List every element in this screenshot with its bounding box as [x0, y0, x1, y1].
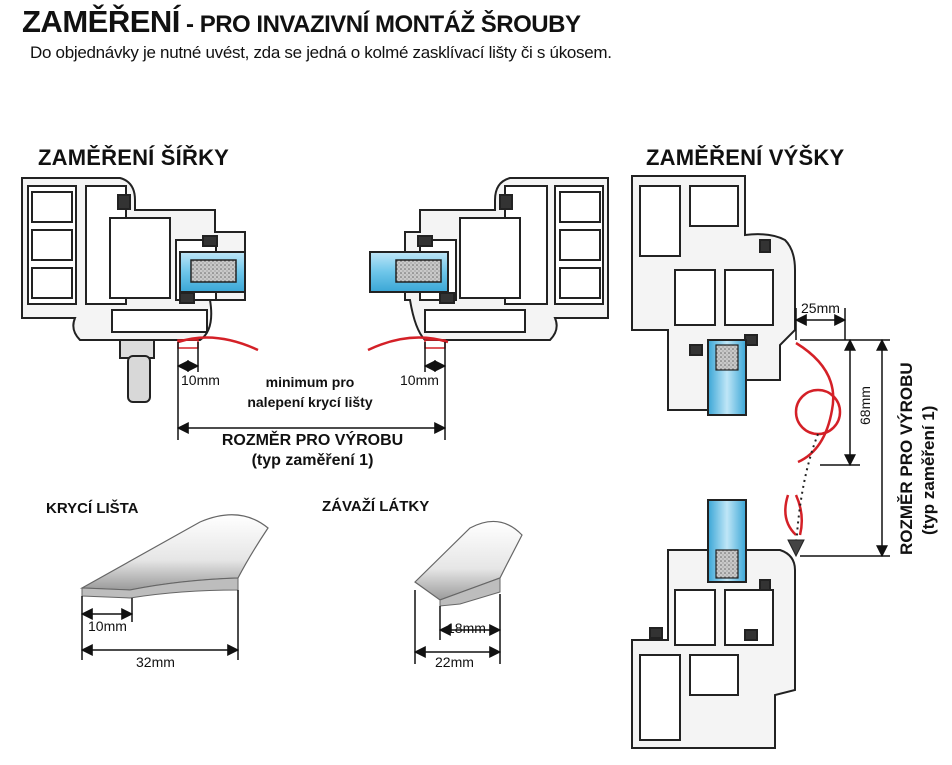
title-main: ZAMĚŘENÍ	[22, 4, 180, 39]
upper-glass-pane	[707, 339, 747, 416]
cover-strip-dimensions	[80, 590, 240, 660]
upper-window-profile	[631, 175, 796, 411]
cord-dotted-line	[795, 433, 819, 549]
weight-strip-22mm: 22mm	[435, 654, 474, 670]
cover-strip-32mm: 32mm	[136, 654, 175, 670]
height-68mm: 68mm	[857, 386, 873, 425]
right-glass-pane	[369, 251, 449, 293]
page-title: ZAMĚŘENÍ - PRO INVAZIVNÍ MONTÁŽ ŠROUBY	[22, 4, 581, 40]
red-roller-blind	[784, 341, 842, 536]
note-line-2: nalepení krycí lišty	[247, 394, 373, 410]
width-heading: ZAMĚŘENÍ ŠÍŘKY	[38, 145, 230, 170]
title-rest: - PRO INVAZIVNÍ MONTÁŽ ŠROUBY	[179, 11, 581, 38]
height-dimension-lines	[794, 308, 890, 558]
note-line-1: minimum pro	[265, 374, 355, 390]
lower-glass-pane	[707, 499, 747, 583]
cover-strip-10mm: 10mm	[88, 618, 127, 634]
left-10mm-label: 10mm	[181, 372, 220, 388]
weight-strip-illustration	[414, 520, 523, 607]
rozmer-line-2: (typ zaměření 1)	[251, 452, 374, 469]
width-dimension-lines	[176, 342, 447, 440]
height-rozmer-line-1: ROZMĚR PRO VÝROBU	[897, 362, 916, 555]
weight-strip-dimensions	[413, 590, 502, 664]
left-glass-pane	[179, 251, 246, 293]
page-subtitle: Do objednávky je nutné uvést, zda se jed…	[30, 43, 612, 62]
height-rozmer-line-2: (typ zaměření 1)	[919, 405, 938, 535]
height-25mm: 25mm	[801, 300, 840, 316]
left-window-profile	[21, 177, 246, 403]
right-10mm-label: 10mm	[400, 372, 439, 388]
weight-strip-heading: ZÁVAŽÍ LÁTKY	[322, 498, 430, 515]
lower-window-profile	[631, 549, 796, 749]
cover-strip-illustration	[79, 514, 269, 599]
rozmer-line-1: ROZMĚR PRO VÝROBU	[221, 432, 404, 449]
height-heading: ZAMĚŘENÍ VÝŠKY	[646, 145, 845, 170]
weight-strip-18mm: 18mm	[447, 620, 486, 636]
cover-strip-heading: KRYCÍ LIŠTA	[46, 500, 139, 517]
